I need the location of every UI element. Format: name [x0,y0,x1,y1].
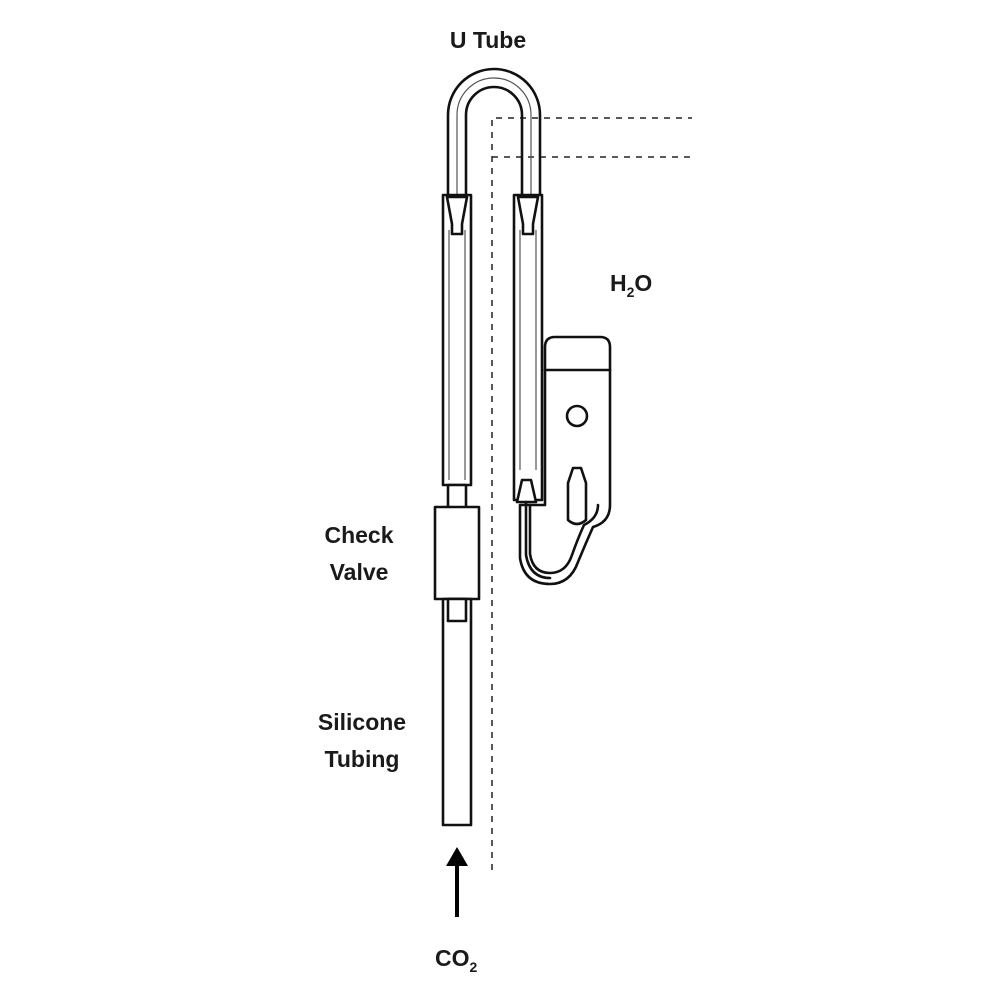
left-upper-tubing [441,193,473,487]
u-tube-highlight [456,77,532,195]
drop-checker-bent-tube [524,500,552,580]
drop-checker-inlet-nozzle [515,478,538,504]
left-tube-connector [445,195,469,236]
h2o-label-subscript: 2 [627,284,635,300]
co2-label: CO2 [435,945,478,975]
left-upper-tube [441,193,473,487]
check-valve-body [433,505,481,601]
u-tube-label: U Tube [450,27,526,53]
u-tube [446,67,542,197]
co2-label-subscript: 2 [470,959,478,975]
u-tube-inner-wall [464,85,524,197]
co2-flow-arrow [446,847,468,917]
check-valve-label-line2: Valve [330,559,389,585]
water-level-guides [491,117,692,870]
right-tube [512,193,544,502]
drop-checker [515,335,612,586]
left-lower-tubing [441,597,473,827]
check-valve-label-line1: Check [324,522,393,548]
check-valve-bottom-stem-cap [446,597,468,623]
silicone-tubing-label-line1: Silicone [318,709,406,735]
left-lower-tube [441,597,473,827]
arrow-head-icon [446,847,468,866]
right-tubing [512,193,544,502]
h2o-label-h: H [610,270,627,296]
drop-checker-inner-bottom [528,503,600,575]
co2-label-co: CO [435,945,470,971]
silicone-tubing-label-line2: Tubing [325,746,400,772]
h2o-label: H2O [610,270,652,300]
check-valve-top-stem [446,483,468,511]
drop-checker-hole-icon [565,404,589,428]
h2o-label-o: O [634,270,652,296]
u-tube-outer-wall [446,67,542,197]
right-tube-connector [516,195,540,236]
drop-checker-inner-nozzle [566,466,588,526]
